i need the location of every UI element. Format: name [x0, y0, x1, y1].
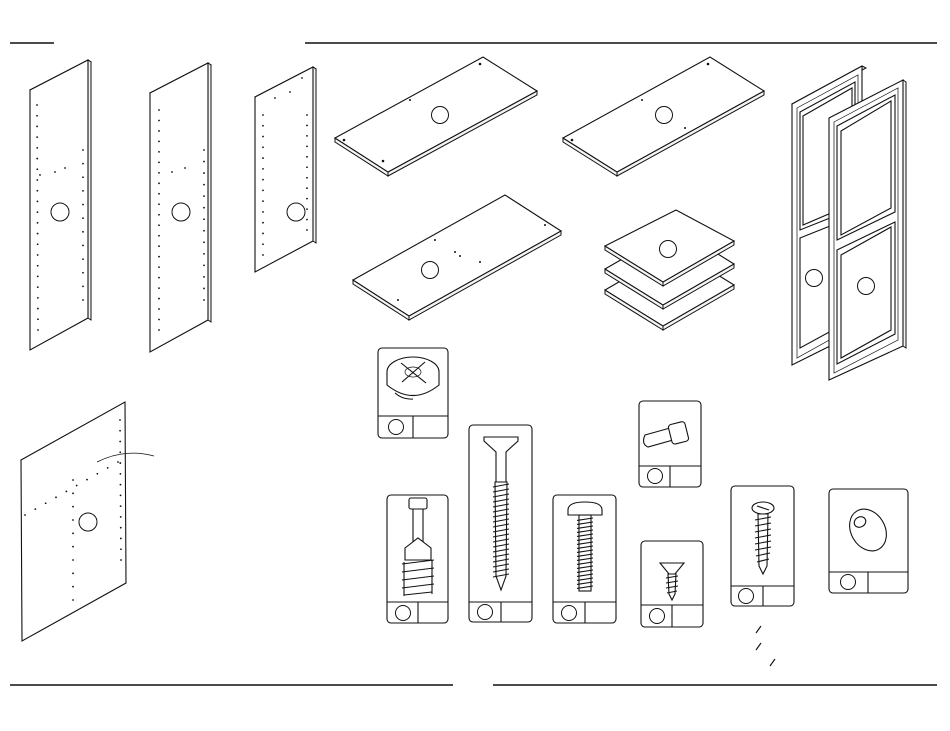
- part-label-circle: [51, 203, 69, 221]
- hardware-knob: [829, 489, 908, 593]
- part-label-circle: [172, 203, 190, 221]
- door-front: [829, 80, 906, 380]
- part-label-circle: [648, 469, 663, 484]
- part-label-circle: [562, 606, 577, 621]
- part-label-circle: [841, 575, 856, 590]
- top-board: [335, 57, 537, 176]
- quantity-marks: [756, 626, 775, 666]
- fixed-shelf: [353, 195, 561, 320]
- part-label-circle: [79, 513, 97, 531]
- center-panel: [255, 67, 316, 272]
- part-label-circle: [806, 270, 823, 287]
- hardware-pan-screw: [731, 486, 794, 606]
- part-label-circle: [660, 241, 677, 258]
- side-panel-2: [150, 63, 211, 352]
- part-label-circle: [858, 278, 875, 295]
- part-label-circle: [432, 107, 449, 124]
- hardware-cam-lock: [378, 348, 448, 438]
- part-label-circle: [396, 606, 411, 621]
- hardware-short-screw: [641, 541, 703, 627]
- hardware-cam-bolt: [387, 495, 448, 623]
- adjustable-shelves: [605, 210, 734, 330]
- part-label-circle: [422, 262, 439, 279]
- part-label-circle: [287, 203, 305, 221]
- part-label-circle: [656, 107, 673, 124]
- bottom-board: [563, 57, 764, 176]
- hardware-machine-screw: [553, 495, 616, 623]
- side-panel-1: [30, 60, 91, 350]
- hardware-shelf-pin: [639, 401, 701, 487]
- part-label-circle: [739, 589, 754, 604]
- hardware-long-screw: [469, 425, 532, 622]
- back-panel: [21, 402, 154, 641]
- part-label-circle: [478, 605, 493, 620]
- part-label-circle: [389, 420, 404, 435]
- part-label-circle: [650, 609, 665, 624]
